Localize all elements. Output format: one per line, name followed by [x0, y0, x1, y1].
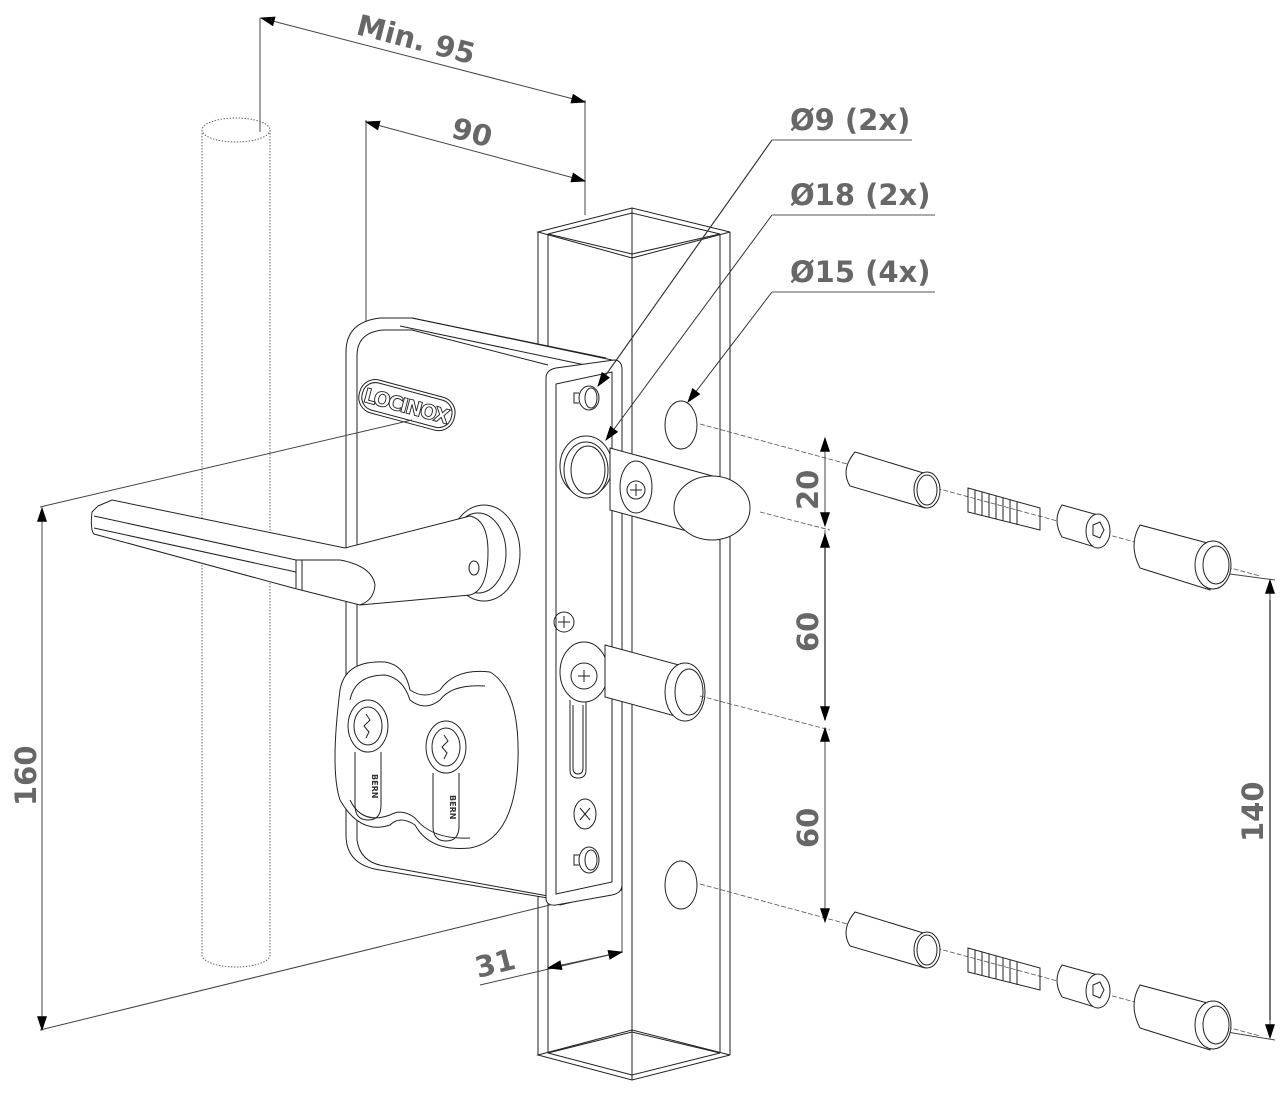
dimension-90-label: 90 — [448, 111, 496, 154]
spacer-sleeve-lower — [845, 911, 941, 969]
spacer-sleeve-upper — [845, 451, 941, 509]
dimension-min-95-label: Min. 95 — [353, 8, 479, 71]
cylinder-left: BERN — [347, 699, 389, 821]
callout-hole-15: Ø15 (4x) — [687, 255, 935, 403]
dimension-31-label: 31 — [471, 942, 518, 985]
callout-hole-15-label: Ø15 (4x) — [790, 255, 931, 289]
cylinder-right: BERN — [425, 720, 467, 842]
callout-hole-18: Ø18 (2x) — [605, 178, 935, 442]
faceplate-screw-hole-bottom — [573, 846, 600, 874]
latch-bolt — [563, 441, 751, 541]
callout-hole-9: Ø9 (2x) — [597, 103, 912, 388]
screw-cross-lower — [573, 798, 597, 830]
dimension-90: 90 — [364, 111, 587, 183]
faceplate-screw-hole-top — [573, 385, 600, 411]
extension-lines — [259, 18, 586, 325]
lever-handle — [90, 499, 521, 606]
dimension-31: 31 — [471, 890, 624, 986]
faceplate — [545, 359, 623, 906]
double-cylinder: BERN BERN — [334, 661, 519, 850]
socket-cap-screw-upper — [967, 487, 1111, 549]
dimension-chain-vertical: 20 60 60 — [791, 436, 830, 924]
dimension-140: 140 — [1236, 578, 1275, 1040]
socket-cap-screw-lower — [967, 947, 1111, 1009]
callout-hole-18-label: Ø18 (2x) — [790, 178, 931, 212]
dimension-20-label: 20 — [791, 470, 825, 510]
dimension-140-label: 140 — [1236, 781, 1270, 842]
dimension-160-label: 160 — [9, 745, 43, 806]
cylinder-left-label: BERN — [370, 774, 379, 798]
cap-nut-lower — [1133, 984, 1232, 1051]
cylinder-right-label: BERN — [448, 795, 457, 819]
fastener-set-lower — [845, 911, 1232, 1051]
screw-phillips-upper — [553, 611, 575, 633]
fastener-set-upper — [845, 451, 1232, 591]
callout-hole-9-label: Ø9 (2x) — [790, 103, 910, 137]
dimension-60-upper-label: 60 — [791, 612, 825, 652]
dimension-60-lower-label: 60 — [791, 808, 825, 848]
dimension-160: 160 — [9, 419, 551, 1032]
deadbolt — [559, 641, 706, 722]
cap-nut-upper — [1133, 524, 1232, 591]
dimension-min-95: Min. 95 — [259, 8, 587, 104]
